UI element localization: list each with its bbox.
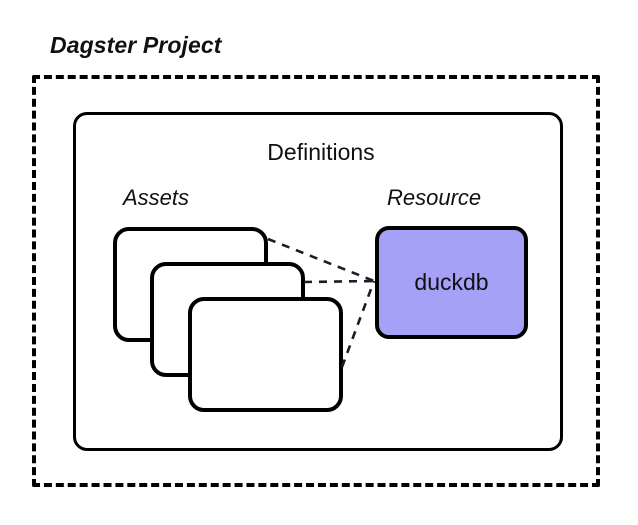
resource-duckdb-label: duckdb — [414, 269, 489, 295]
definitions-title: Definitions — [267, 139, 375, 165]
resource-duckdb-node[interactable]: duckdb — [375, 226, 528, 339]
project-boundary — [32, 75, 600, 487]
project-title: Dagster Project — [50, 32, 222, 58]
asset-card-3[interactable] — [188, 297, 343, 412]
assets-group-caption: Assets — [123, 185, 190, 210]
resource-group-caption: Resource — [387, 185, 482, 210]
